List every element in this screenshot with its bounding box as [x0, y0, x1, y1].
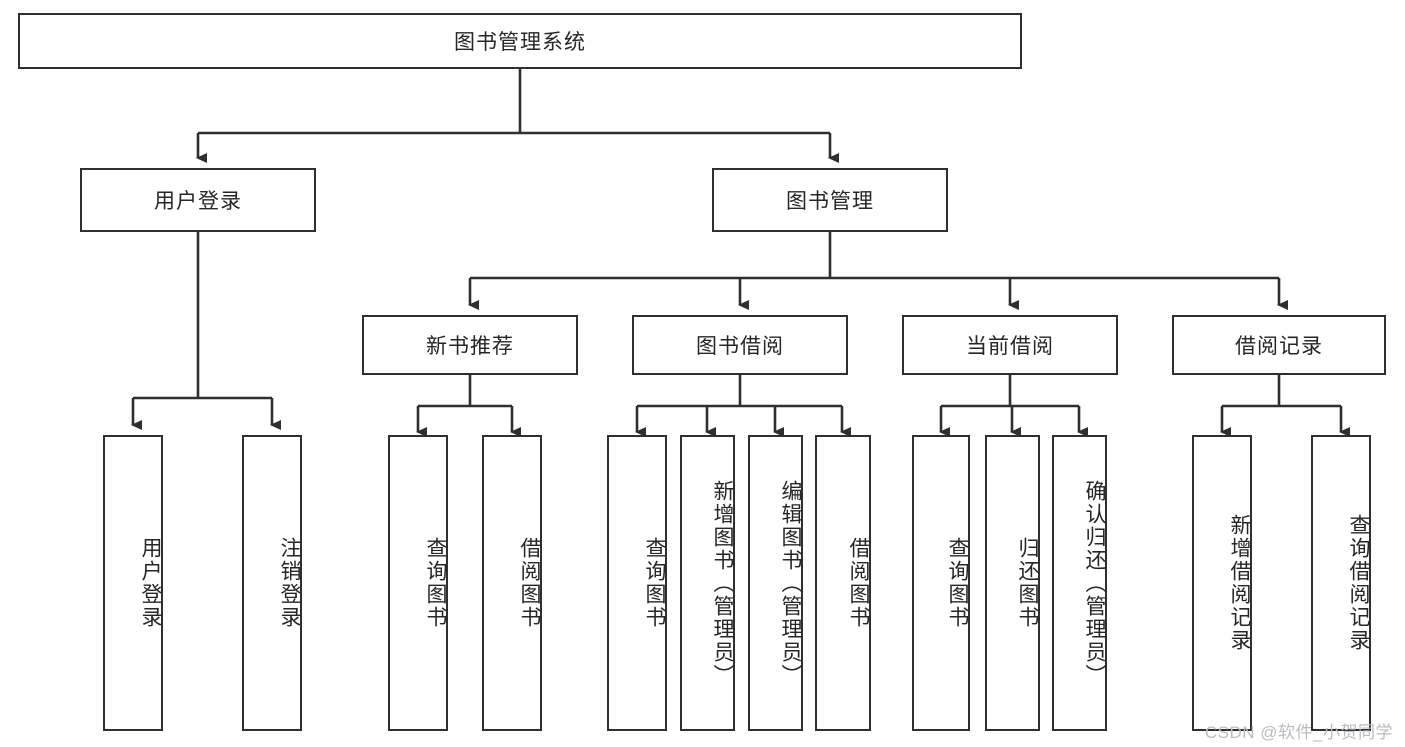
node-current-borrow-label: 当前借阅	[966, 335, 1054, 358]
leaf-logout[interactable]: 注销登录	[242, 435, 302, 731]
node-new-book-recommend-label: 新书推荐	[426, 335, 514, 358]
leaf-query-book-current[interactable]: 查询图书	[912, 435, 970, 731]
leaf-add-book-admin-label: 新增图书（管理员）	[711, 479, 734, 687]
node-book-management-label: 图书管理	[786, 190, 874, 213]
leaf-add-borrow-record[interactable]: 新增借阅记录	[1192, 435, 1252, 731]
leaf-query-borrow-record-label: 查询借阅记录	[1347, 514, 1370, 652]
leaf-borrow-book-label: 借阅图书	[847, 537, 870, 629]
leaf-query-book-recommend-label: 查询图书	[424, 537, 447, 629]
leaf-edit-book-admin-label: 编辑图书（管理员）	[779, 479, 802, 687]
node-book-management[interactable]: 图书管理	[712, 168, 948, 232]
node-root-label: 图书管理系统	[454, 31, 586, 54]
leaf-confirm-return-admin-label: 确认归还（管理员）	[1083, 479, 1106, 687]
leaf-borrow-book[interactable]: 借阅图书	[815, 435, 871, 731]
leaf-borrow-book-recommend[interactable]: 借阅图书	[482, 435, 542, 731]
watermark: CSDN @软件_小贺同学	[1204, 723, 1393, 742]
leaf-return-book-label: 归还图书	[1016, 537, 1039, 629]
leaf-query-book-current-label: 查询图书	[946, 537, 969, 629]
node-book-borrow-label: 图书借阅	[696, 335, 784, 358]
leaf-user-login[interactable]: 用户登录	[103, 435, 163, 731]
leaf-edit-book-admin[interactable]: 编辑图书（管理员）	[748, 435, 803, 731]
leaf-query-book-borrow[interactable]: 查询图书	[607, 435, 667, 731]
node-current-borrow[interactable]: 当前借阅	[902, 315, 1118, 375]
leaf-query-book-recommend[interactable]: 查询图书	[388, 435, 448, 731]
leaf-user-login-label: 用户登录	[139, 537, 162, 629]
leaf-add-borrow-record-label: 新增借阅记录	[1228, 514, 1251, 652]
node-root[interactable]: 图书管理系统	[18, 13, 1022, 69]
node-borrow-record[interactable]: 借阅记录	[1172, 315, 1386, 375]
node-user-login-label: 用户登录	[154, 190, 242, 213]
leaf-confirm-return-admin[interactable]: 确认归还（管理员）	[1052, 435, 1107, 731]
node-book-borrow[interactable]: 图书借阅	[632, 315, 848, 375]
leaf-logout-label: 注销登录	[278, 537, 301, 629]
leaf-query-book-borrow-label: 查询图书	[643, 537, 666, 629]
leaf-add-book-admin[interactable]: 新增图书（管理员）	[680, 435, 735, 731]
node-borrow-record-label: 借阅记录	[1235, 335, 1323, 358]
node-user-login[interactable]: 用户登录	[80, 168, 316, 232]
leaf-borrow-book-recommend-label: 借阅图书	[518, 537, 541, 629]
leaf-return-book[interactable]: 归还图书	[985, 435, 1040, 731]
node-new-book-recommend[interactable]: 新书推荐	[362, 315, 578, 375]
leaf-query-borrow-record[interactable]: 查询借阅记录	[1311, 435, 1371, 731]
